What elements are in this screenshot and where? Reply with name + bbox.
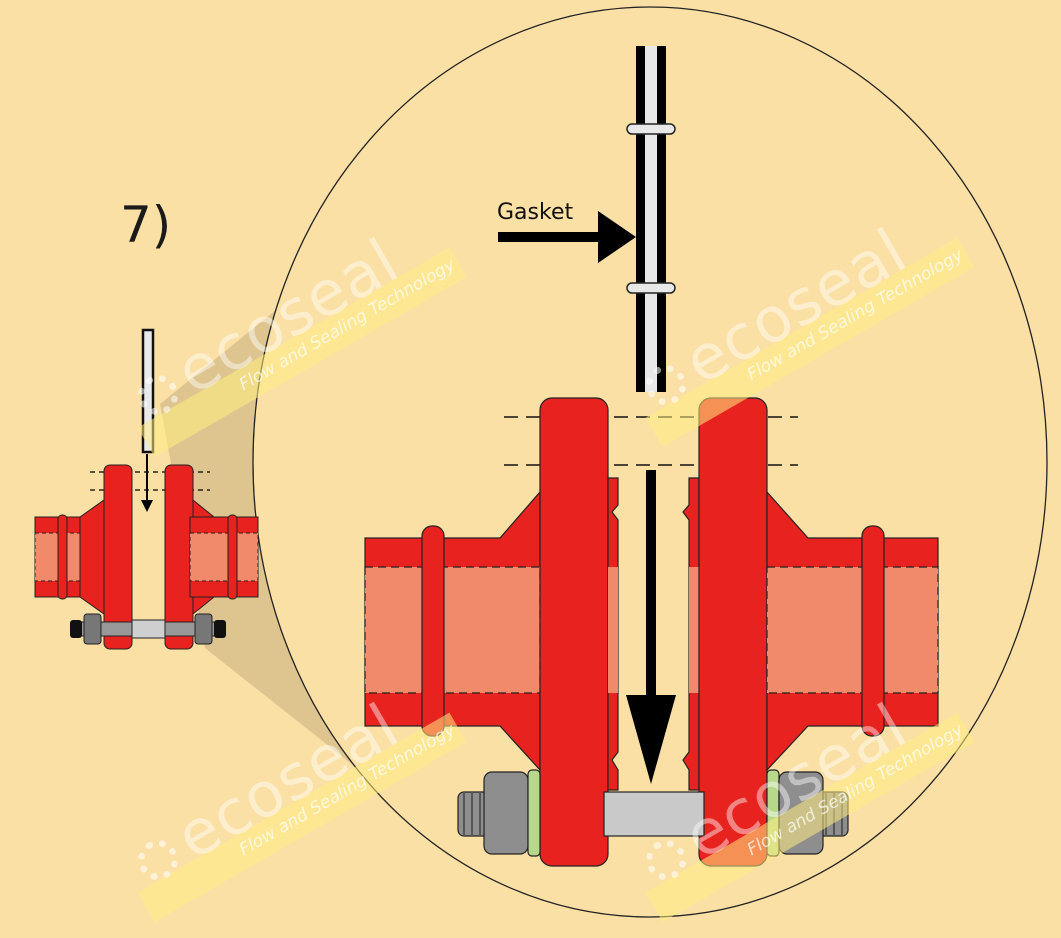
right-pipe bbox=[766, 490, 939, 772]
overview-nut-right bbox=[194, 613, 213, 645]
left-pipe bbox=[364, 490, 541, 772]
overview-diagram bbox=[34, 328, 259, 650]
washer-left bbox=[527, 769, 541, 857]
overview-gasket bbox=[141, 328, 155, 454]
nut-left bbox=[483, 771, 529, 855]
overview-nut-left bbox=[83, 613, 102, 645]
step-number: 7) bbox=[120, 196, 172, 254]
overview-arrow-head bbox=[141, 500, 153, 512]
left-flange bbox=[539, 397, 619, 867]
gasket-pointer-arrow bbox=[498, 211, 636, 263]
overview-left-flange bbox=[103, 464, 133, 650]
gasket-label: Gasket bbox=[497, 200, 574, 225]
washer-right bbox=[766, 769, 780, 857]
overview-right-flange bbox=[164, 464, 194, 650]
nut-right bbox=[778, 771, 824, 855]
